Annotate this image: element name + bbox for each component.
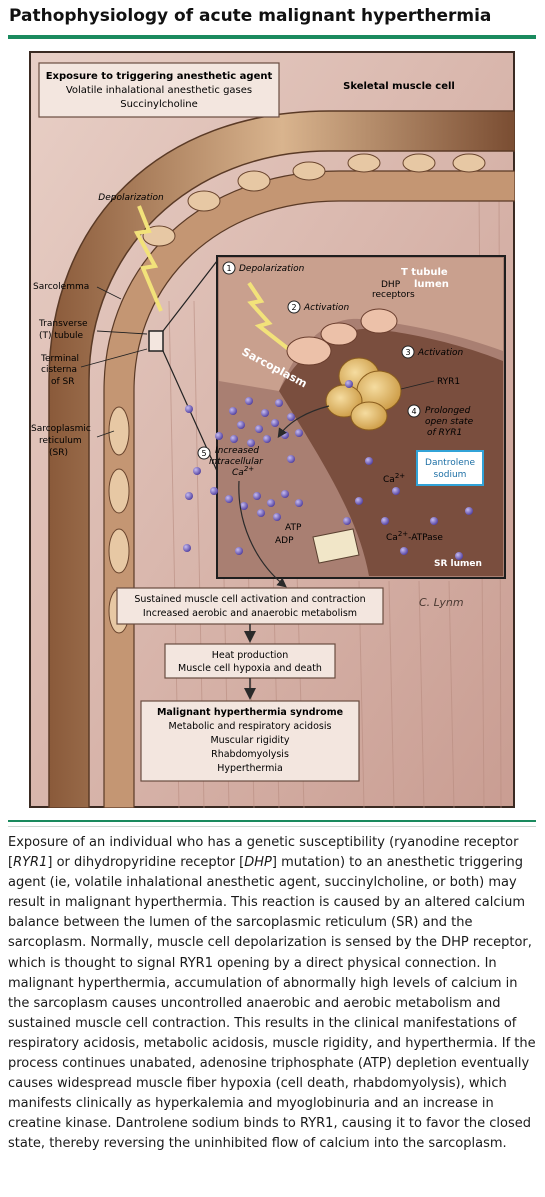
caption-gene-dhp: DHP — [244, 855, 272, 871]
flow-box-1 — [116, 587, 384, 625]
t-tubule-label-2: (T) tubule — [39, 331, 84, 341]
step2-number: 2 — [291, 303, 296, 312]
dhp-label-2: receptors — [372, 290, 415, 300]
inset-depolarization-bolt-icon — [247, 281, 293, 353]
t-tubule-lumen-label-2: lumen — [414, 279, 449, 290]
terminal-cisterna-label-1: Terminal — [40, 354, 79, 364]
dhp-receptors — [286, 308, 398, 366]
atp-label: ATP — [285, 523, 302, 533]
syndrome-heading: Malignant hyperthermia syndrome — [157, 707, 343, 718]
trigger-box — [38, 62, 280, 118]
caption-text-2: ] or dihydropyridine receptor [ — [47, 855, 245, 871]
step4-label-1: Prolonged — [425, 406, 471, 416]
ca-atpase-label: Ca2+-ATPase — [386, 530, 443, 543]
caption-text-1: Exposure of an individual who has a gene… — [8, 835, 519, 871]
step4-number: 4 — [411, 407, 416, 416]
adp-label: ADP — [275, 536, 294, 546]
ca-atpase-charge: 2+ — [398, 530, 408, 538]
syndrome-line4: Hyperthermia — [217, 763, 283, 774]
sr-lumen-label: SR lumen — [434, 559, 482, 569]
ryr1-label: RYR1 — [437, 377, 460, 387]
page-title: Pathophysiology of acute malignant hyper… — [9, 6, 492, 26]
caption-text-3: ] mutation) to an anesthetic triggering … — [8, 855, 536, 1152]
step3-number: 3 — [405, 348, 410, 357]
depolarization-label: Depolarization — [98, 193, 164, 203]
terminal-cisterna-label-3: of SR — [51, 377, 75, 387]
figure-svg: Exposure to triggering anesthetic agent … — [29, 51, 515, 808]
trigger-heading: Exposure to triggering anesthetic agent — [46, 71, 273, 82]
step5-badge — [197, 446, 211, 460]
step4-badge — [407, 404, 421, 418]
dantrolene-box — [416, 450, 484, 486]
pathophysiology-figure: Exposure to triggering anesthetic agent … — [29, 51, 515, 808]
step5-label-2: intracellular — [209, 457, 264, 467]
dantrolene-label-2: sodium — [434, 470, 467, 480]
skeletal-muscle-cell-label: Skeletal muscle cell — [343, 81, 455, 92]
left-labels: Sarcolemma Transverse (T) tubule Termina… — [31, 282, 91, 458]
sarcolemma-arch — [48, 110, 515, 808]
t-tubule-lumen-label-1: T tubule — [401, 267, 448, 278]
activation-flow-arrow — [238, 480, 287, 588]
caption-gene-ryr1: RYR1 — [13, 855, 48, 871]
ryr1-leader — [400, 380, 435, 390]
flow-box2-line1: Heat production — [212, 650, 289, 661]
ca-charge: 2+ — [395, 472, 405, 480]
sr-label-1: Sarcoplasmic — [31, 424, 91, 434]
ca-text: Ca — [383, 475, 395, 485]
step5-ca: Ca — [232, 468, 244, 478]
t-tubule-label-1: Transverse — [38, 319, 88, 329]
figure-frame — [29, 51, 515, 808]
step4-label-2: open state — [425, 417, 474, 427]
sr-label-2: reticulum — [39, 436, 82, 446]
syndrome-line1: Metabolic and respiratory acidosis — [169, 721, 332, 732]
step5-label-1: Increased — [215, 446, 259, 456]
sr-label-3: (SR) — [49, 448, 68, 458]
step5-charge: 2+ — [244, 465, 254, 473]
ca-atpase-suffix: -ATPase — [408, 533, 443, 543]
syndrome-line3: Rhabdomyolysis — [211, 749, 289, 760]
calcium-release-arrow — [277, 405, 330, 438]
dhp-label-1: DHP — [381, 280, 401, 290]
ca-atpase-pump — [312, 528, 360, 564]
flow-box2-line2: Muscle cell hypoxia and death — [178, 663, 322, 674]
trigger-line2: Succinylcholine — [120, 99, 198, 110]
inset-connector-top — [162, 260, 218, 332]
step2-badge — [287, 300, 301, 314]
flow-box-3 — [140, 700, 360, 782]
left-label-leaders — [80, 286, 148, 438]
ca-atpase-text: Ca — [386, 533, 398, 543]
step1-label: Depolarization — [239, 264, 305, 274]
sarcolemma-label: Sarcolemma — [33, 282, 89, 292]
t-tubule-marker — [148, 330, 164, 352]
step4-label-3: of RYR1 — [427, 428, 462, 438]
sarcoplasmic-reticulum-arch — [103, 170, 515, 808]
trigger-line1: Volatile inhalational anesthetic gases — [66, 85, 252, 96]
syndrome-line2: Muscular rigidity — [210, 735, 289, 746]
dantrolene-label-1: Dantrolene — [425, 458, 475, 468]
terminal-cisterna-label-2: cisterna — [41, 365, 77, 375]
figure-caption: Exposure of an individual who has a gene… — [8, 833, 538, 1155]
step3-badge — [401, 345, 415, 359]
step3-label: Activation — [417, 348, 464, 358]
flow-box1-line2: Increased aerobic and anaerobic metaboli… — [143, 608, 357, 619]
step1-number: 1 — [226, 264, 231, 273]
flow-box1-line1: Sustained muscle cell activation and con… — [134, 594, 365, 605]
step5-number: 5 — [201, 449, 206, 458]
caption-rule — [8, 820, 536, 822]
title-rule — [8, 35, 536, 39]
flow-box-2 — [164, 643, 336, 679]
ca-label: Ca2+ — [383, 472, 405, 485]
artist-signature: C. Lynm — [419, 596, 464, 609]
step2-label: Activation — [303, 303, 350, 313]
step5-label-3: Ca2+ — [232, 465, 254, 478]
caption-rule-thin — [8, 826, 536, 827]
step1-badge — [222, 261, 236, 275]
depolarization-bolt-icon — [133, 205, 163, 312]
